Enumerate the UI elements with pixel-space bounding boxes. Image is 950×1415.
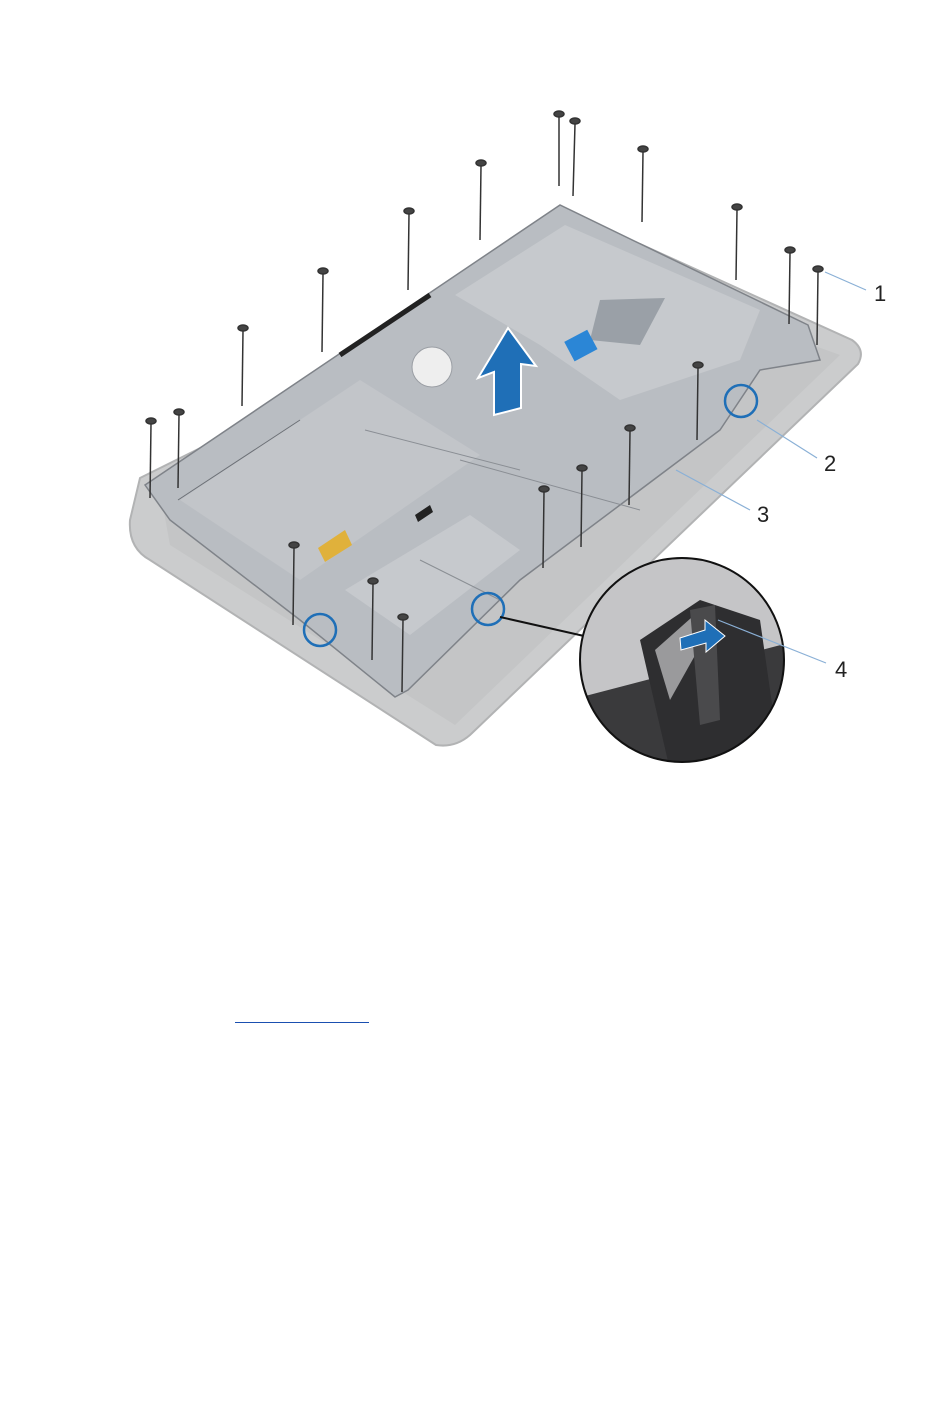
callout-3: 3 bbox=[757, 502, 769, 527]
screw-icon bbox=[554, 111, 564, 186]
callout-4: 4 bbox=[835, 657, 847, 682]
screw-icon bbox=[732, 204, 742, 280]
screw-icon bbox=[238, 325, 248, 406]
screw-icon bbox=[404, 208, 414, 290]
procedure-link[interactable] bbox=[235, 1008, 369, 1023]
callout-2: 2 bbox=[824, 451, 836, 476]
screw-icon bbox=[570, 118, 580, 196]
screw-icon bbox=[638, 146, 648, 222]
screw-icon bbox=[476, 160, 486, 240]
screw-icon bbox=[318, 268, 328, 352]
callout-1: 1 bbox=[874, 281, 886, 306]
assembly-illustration: 1 2 3 4 bbox=[0, 0, 950, 780]
